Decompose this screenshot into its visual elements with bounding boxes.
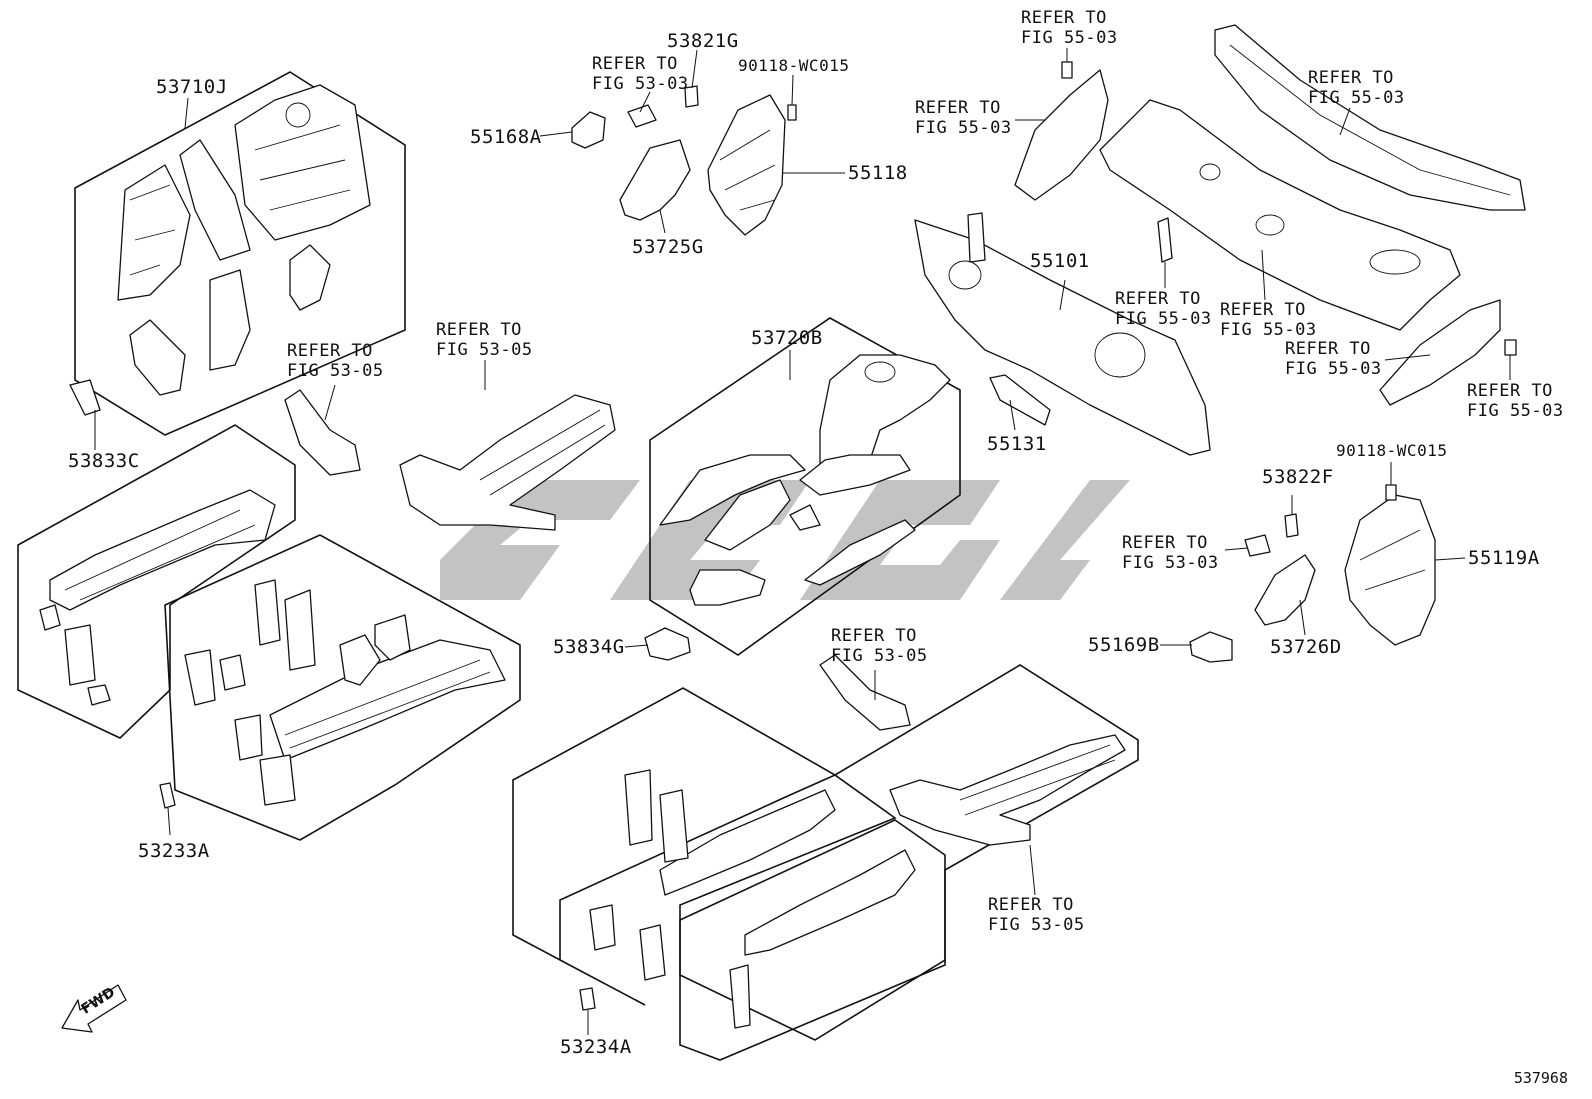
part-bottom-bracket-a xyxy=(624,769,653,846)
group-outline-53720B xyxy=(649,317,961,656)
part-label-55168A[interactable]: 55168A xyxy=(470,126,542,148)
part-label-53822F[interactable]: 53822F xyxy=(1262,466,1334,488)
part-55168A-drawing xyxy=(571,111,606,149)
part-53821-ref-drawing xyxy=(627,104,657,128)
group-outline-left-apron xyxy=(164,534,521,841)
part-left-apron-drawing xyxy=(184,579,506,806)
group-outline-left-rail xyxy=(17,424,296,739)
group-outline-bottom-left xyxy=(512,687,837,1006)
part-label-53834G[interactable]: 53834G xyxy=(553,636,625,658)
bolt-90118-right xyxy=(1385,484,1397,501)
part-label-53821G[interactable]: 53821G xyxy=(667,30,739,52)
part-label-53720B[interactable]: 53720B xyxy=(751,327,823,349)
part-label-55101[interactable]: 55101 xyxy=(1030,250,1090,272)
part-cowl-bracket-mid xyxy=(1157,217,1173,263)
part-bottom-rocker-drawing xyxy=(889,734,1126,846)
part-55118-drawing xyxy=(707,94,786,236)
part-ref-53-05-left xyxy=(284,389,361,476)
part-bottom-bracket-d xyxy=(639,924,666,981)
part-label-55118[interactable]: 55118 xyxy=(848,162,908,184)
group-outline-bottom-inner xyxy=(679,819,946,1061)
part-label-90118-WC015-top[interactable]: 90118-WC015 xyxy=(738,56,850,75)
part-bottom-frame-left xyxy=(659,789,836,896)
part-label-53725G[interactable]: 53725G xyxy=(632,236,704,258)
part-55101-drawing xyxy=(914,219,1211,456)
part-cowl-top-drawing xyxy=(1214,24,1526,211)
part-bottom-bracket-b xyxy=(659,789,689,863)
part-cowl-side-right xyxy=(1379,299,1501,406)
part-bottom-frame-right xyxy=(744,849,916,956)
bolt-ref-55-03-right xyxy=(1504,339,1517,356)
part-55169B-drawing xyxy=(1189,631,1233,663)
group-outline-53710J xyxy=(74,71,406,436)
part-53726D-drawing xyxy=(1254,554,1316,626)
part-53822-ref-drawing xyxy=(1244,534,1271,557)
part-label-53726D[interactable]: 53726D xyxy=(1270,636,1342,658)
part-cowl-panel xyxy=(1099,99,1461,331)
part-label-53234A[interactable]: 53234A xyxy=(560,1036,632,1058)
part-ref-53-05-mid xyxy=(819,654,911,731)
part-bottom-bracket-c xyxy=(589,904,616,951)
bolt-90118-top xyxy=(787,104,797,121)
part-55131-drawing xyxy=(989,374,1051,426)
leader-lines xyxy=(94,48,1511,1035)
part-53821G-drawing xyxy=(684,85,699,108)
document-number: 537968 xyxy=(1513,1069,1568,1087)
part-label-55131[interactable]: 55131 xyxy=(987,433,1047,455)
part-label-53710J[interactable]: 53710J xyxy=(156,76,228,98)
bolt-ref-55-03-top xyxy=(1061,61,1073,79)
part-53710J-drawing xyxy=(117,84,371,396)
part-53725G-drawing xyxy=(619,139,691,221)
part-label-55169B[interactable]: 55169B xyxy=(1088,634,1160,656)
part-label-53233A[interactable]: 53233A xyxy=(138,840,210,862)
part-center-rail-drawing xyxy=(399,394,616,531)
part-55101-bracket xyxy=(967,212,986,263)
part-label-53833C[interactable]: 53833C xyxy=(68,450,140,472)
part-53834G-drawing xyxy=(644,627,691,661)
fwd-arrow-icon xyxy=(61,984,127,1033)
part-53833C-drawing xyxy=(69,379,101,416)
part-53720B-drawing xyxy=(659,354,951,606)
part-label-90118-WC015-right[interactable]: 90118-WC015 xyxy=(1336,441,1448,460)
part-53822F-drawing xyxy=(1284,513,1299,538)
part-left-upper-rail-drawing xyxy=(39,489,276,706)
part-53233A-drawing xyxy=(159,782,176,809)
part-bottom-bracket-e xyxy=(729,964,751,1029)
part-cowl-side-left xyxy=(1014,69,1109,201)
part-55119A-drawing xyxy=(1344,494,1436,646)
part-53234A-drawing xyxy=(579,987,596,1011)
part-label-55119A[interactable]: 55119A xyxy=(1468,547,1540,569)
